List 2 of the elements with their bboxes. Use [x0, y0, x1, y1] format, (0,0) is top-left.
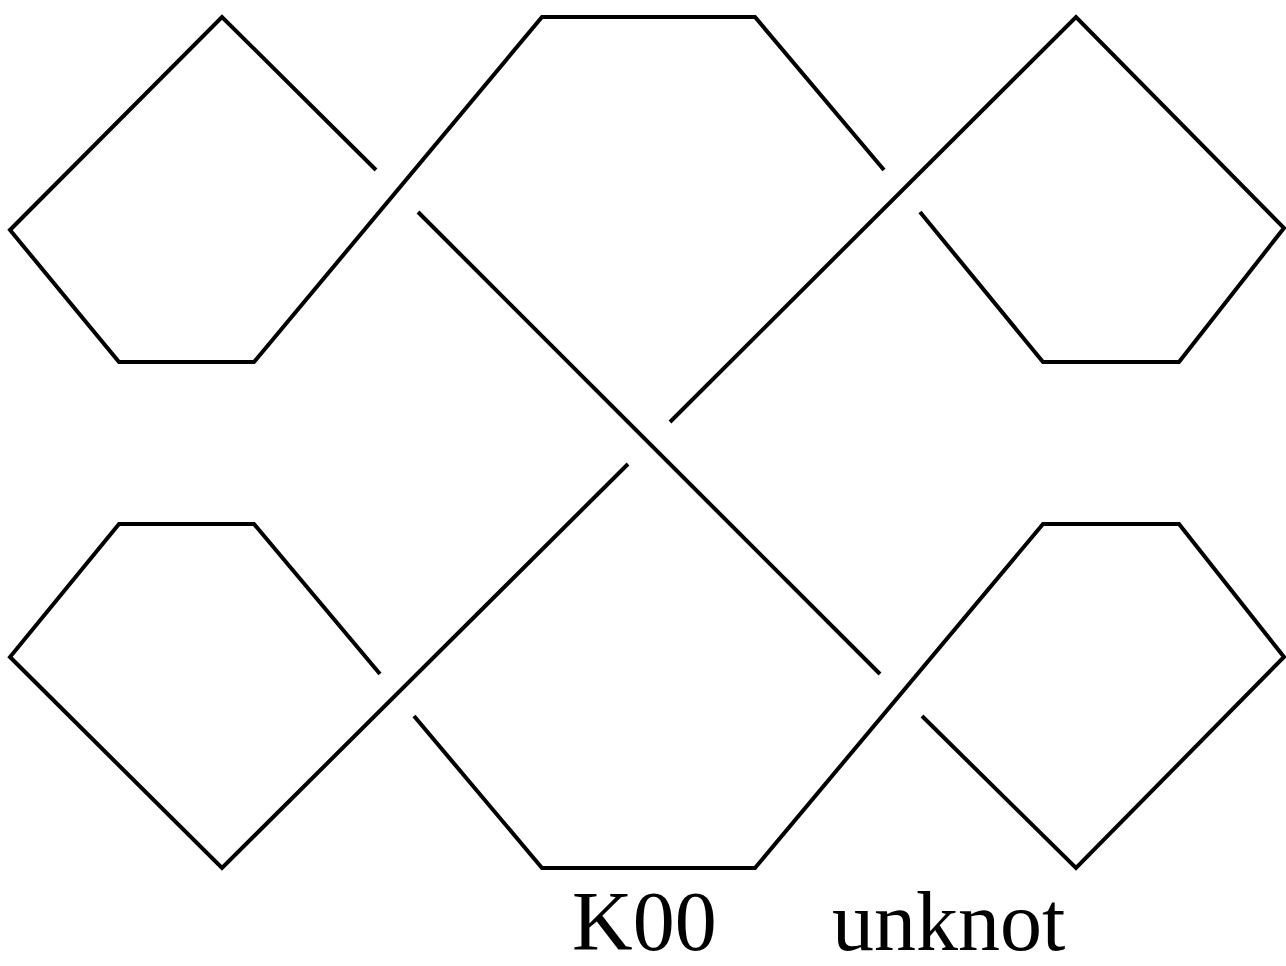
knot-label: K00	[572, 880, 717, 964]
knot-label: unknot	[832, 880, 1066, 964]
